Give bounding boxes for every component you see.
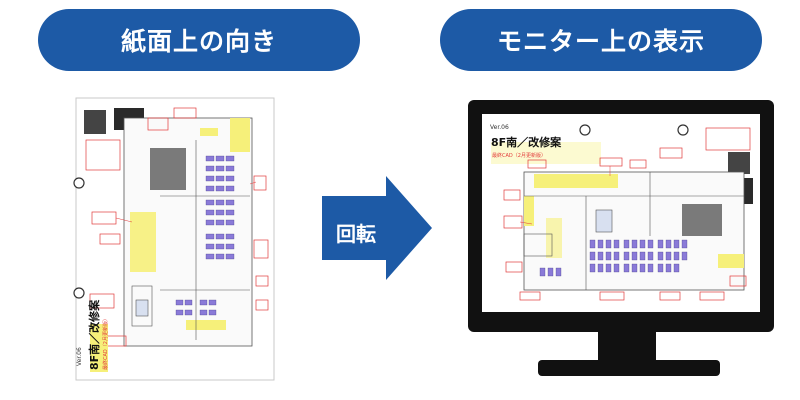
binder-hole-icon xyxy=(579,124,591,136)
rotate-label: 回転 xyxy=(336,222,376,246)
landscape-doc-subtitle: 最終CAD（2月更新版） xyxy=(492,153,546,159)
header-paper-orientation: 紙面上の向き xyxy=(38,9,360,71)
landscape-paper xyxy=(491,124,753,301)
floorplan-portrait xyxy=(89,107,269,347)
landscape-doc-version: Ver.06 xyxy=(490,124,509,131)
portrait-doc-subtitle: 最終CAD（2月更新版） xyxy=(103,316,109,370)
binder-hole-icon xyxy=(677,124,689,136)
landscape-doc-title: 8F南／改修案 xyxy=(491,136,562,149)
header-monitor-display-label: モニター上の表示 xyxy=(496,27,705,56)
header-monitor-display: モニター上の表示 xyxy=(440,9,762,71)
binder-hole-icon xyxy=(73,287,85,299)
header-paper-orientation-label: 紙面上の向き xyxy=(120,27,277,56)
portrait-doc-title: 8F南／改修案 xyxy=(88,299,101,370)
floorplan-landscape xyxy=(503,147,747,301)
portrait-paper xyxy=(73,97,275,381)
binder-hole-icon xyxy=(73,177,85,189)
portrait-title-block xyxy=(90,324,108,372)
right-arrow-icon xyxy=(322,176,432,280)
portrait-doc-version: Ver.06 xyxy=(76,347,83,366)
